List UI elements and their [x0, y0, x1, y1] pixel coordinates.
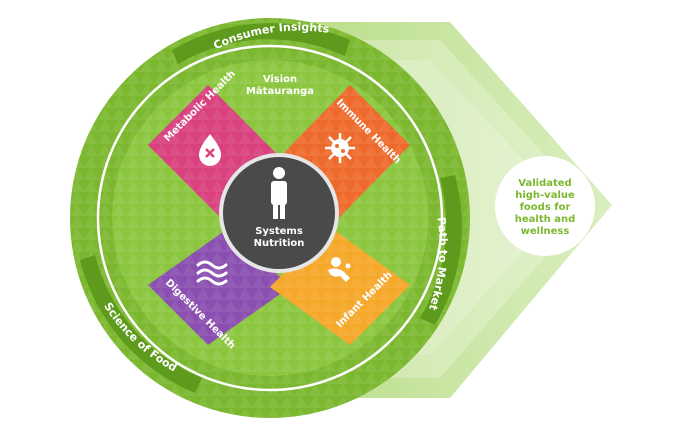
- center-line2: Nutrition: [254, 238, 305, 249]
- outcome-line3: foods for: [520, 202, 571, 213]
- outcome-line5: wellness: [521, 226, 570, 237]
- outcome-circle: Validated high-value foods for health an…: [495, 156, 595, 256]
- virus-icon: [325, 133, 355, 163]
- drop-cross-icon: [199, 134, 221, 166]
- outcome-line4: health and: [515, 214, 575, 225]
- outcome-line1: Validated: [518, 178, 571, 189]
- center-line1: Systems: [255, 226, 303, 237]
- vision-line2: Mātauranga: [246, 86, 314, 97]
- vision-label: Vision Mātauranga: [246, 74, 314, 97]
- ring-arrows: [80, 23, 462, 393]
- health-petals: Metabolic Health Immune Health: [148, 69, 410, 351]
- infant-icon: [328, 257, 351, 282]
- person-icon: [271, 167, 287, 219]
- intestine-icon: [196, 260, 228, 286]
- center-hub: Systems Nutrition: [219, 153, 339, 273]
- vision-line1: Vision: [263, 74, 297, 85]
- outcome-line2: high-value: [515, 190, 575, 201]
